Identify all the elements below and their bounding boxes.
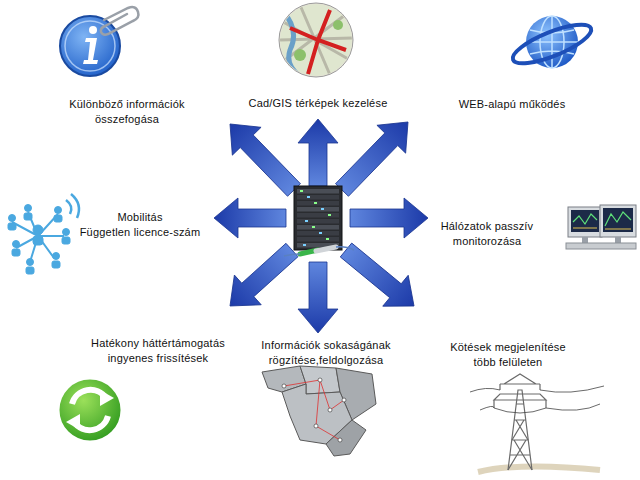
rack-unit [297,219,339,224]
blue-arrow [298,119,338,186]
rack-unit [297,231,339,236]
rack-led [326,238,329,240]
feature-label: Információk sokaságának rögzítése,feldol… [250,338,402,368]
feature-label: Hálózatok passzív monitorozása [427,219,547,249]
rack-unit [297,237,339,242]
feature-label: Független licence-szám [68,225,213,240]
feature-label: Hatékony háttértámogatás ingyenes frissí… [82,336,234,366]
blue-arrow [350,198,428,238]
rack-led [307,196,310,198]
info-icon [60,7,138,76]
rack-unit [297,201,339,206]
feature-label: Mobilitás [85,210,195,225]
update-icon [58,378,122,442]
rack-unit [297,189,339,194]
arrow-group [214,108,428,333]
feature-label: WEB-alapú működés [437,97,587,112]
rack-led [303,244,306,246]
globe-icon [509,16,596,71]
rack-led [300,190,303,192]
rack-led [305,220,308,222]
rack-led [314,202,317,204]
rack-led [312,226,315,228]
rack-unit [297,195,339,200]
map-icon [278,2,354,78]
feature-label: Cad/GIS térképek kezelése [233,96,403,111]
blue-arrow [298,262,338,333]
monitor-icon [566,205,636,249]
rack-led [319,232,322,234]
rack-led [321,208,324,210]
feature-label: Különböző információk összefogása [60,97,195,127]
region-map [262,366,376,456]
mobility-icon [8,194,79,274]
server-rack [284,186,354,256]
rack-unit [297,213,339,218]
rack-unit [297,207,339,212]
blue-arrow [217,235,306,321]
rack-unit [297,225,339,230]
feature-label: Kötések megjelenítése több felületen [438,340,578,370]
tower-icon [470,374,604,472]
rack-led [328,214,331,216]
blue-arrow [214,198,286,238]
